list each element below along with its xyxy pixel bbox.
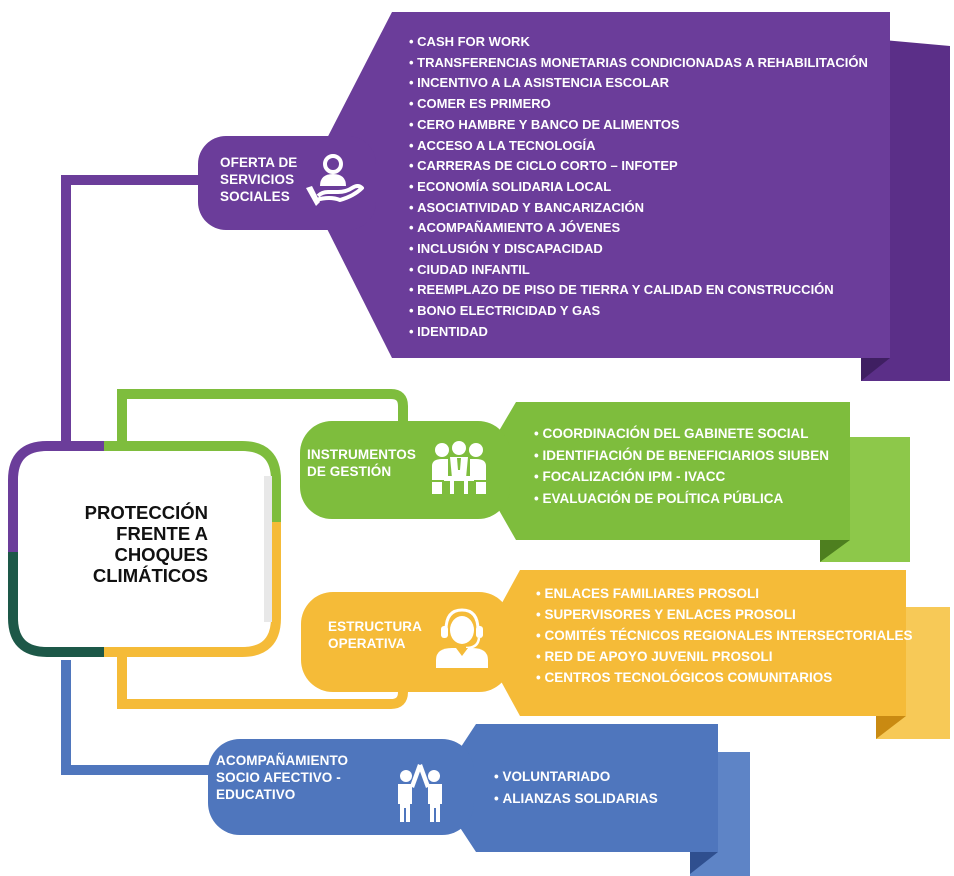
- hand-holding-person-icon: [306, 154, 364, 206]
- list-item: CASH FOR WORK: [409, 32, 868, 53]
- list-item: ENLACES FAMILIARES PROSOLI: [536, 583, 913, 604]
- list-item: ASOCIATIVIDAD Y BANCARIZACIÓN: [409, 198, 868, 219]
- center-box: [8, 441, 281, 657]
- list-item: BONO ELECTRICIDAD Y GAS: [409, 301, 868, 322]
- list-item: RED DE APOYO JUVENIL PROSOLI: [536, 646, 913, 667]
- green-connector: [117, 389, 408, 466]
- list-item: INCLUSIÓN Y DISCAPACIDAD: [409, 239, 868, 260]
- list-item: CENTROS TECNOLÓGICOS COMUNITARIOS: [536, 667, 913, 688]
- list-item: IDENTIFIACIÓN DE BENEFICIARIOS SIUBEN: [534, 445, 829, 467]
- purple-connector: [61, 175, 205, 460]
- list-item: REEMPLAZO DE PISO DE TIERRA Y CALIDAD EN…: [409, 280, 868, 301]
- yellow-connector: [117, 630, 408, 709]
- list-item: COORDINACIÓN DEL GABINETE SOCIAL: [534, 423, 829, 445]
- section-label-acompanamiento: ACOMPAÑAMIENTO SOCIO AFECTIVO - EDUCATIV…: [216, 753, 349, 802]
- list-item: ECONOMÍA SOLIDARIA LOCAL: [409, 177, 868, 198]
- list-item: CERO HAMBRE Y BANCO DE ALIMENTOS: [409, 115, 868, 136]
- list-item: CARRERAS DE CICLO CORTO – INFOTEP: [409, 156, 868, 177]
- headset-operator-icon: [436, 608, 488, 668]
- meeting-group-icon: [432, 441, 486, 494]
- oferta-items-list: CASH FOR WORK TRANSFERENCIAS MONETARIAS …: [409, 32, 868, 343]
- list-item: ACCESO A LA TECNOLOGÍA: [409, 136, 868, 157]
- section-label-instrumentos: INSTRUMENTOS DE GESTIÓN: [307, 447, 416, 479]
- list-item: IDENTIDAD: [409, 322, 868, 343]
- list-item: FOCALIZACIÓN IPM - IVACC: [534, 466, 829, 488]
- high-five-people-icon: [398, 764, 442, 822]
- list-item: TRANSFERENCIAS MONETARIAS CONDICIONADAS …: [409, 53, 868, 74]
- list-item: ALIANZAS SOLIDARIAS: [494, 788, 657, 810]
- list-item: INCENTIVO A LA ASISTENCIA ESCOLAR: [409, 73, 868, 94]
- estructura-items-list: ENLACES FAMILIARES PROSOLI SUPERVISORES …: [536, 583, 913, 688]
- center-title: PROTECCIÓN FRENTE A CHOQUES CLIMÁTICOS: [84, 502, 208, 586]
- acompanamiento-items-list: VOLUNTARIADO ALIANZAS SOLIDARIAS: [494, 766, 658, 810]
- list-item: CIUDAD INFANTIL: [409, 260, 868, 281]
- section-label-oferta: OFERTA DE SERVICIOS SOCIALES: [220, 155, 298, 204]
- section-label-estructura: ESTRUCTURA OPERATIVA: [328, 619, 422, 651]
- list-item: VOLUNTARIADO: [494, 766, 658, 788]
- list-item: COMER ES PRIMERO: [409, 94, 868, 115]
- blue-connector: [61, 660, 212, 775]
- list-item: EVALUACIÓN DE POLÍTICA PÚBLICA: [534, 488, 829, 510]
- list-item: COMITÉS TÉCNICOS REGIONALES INTERSECTORI…: [536, 625, 912, 646]
- instrumentos-items-list: COORDINACIÓN DEL GABINETE SOCIAL IDENTIF…: [534, 423, 829, 510]
- list-item: SUPERVISORES Y ENLACES PROSOLI: [536, 604, 913, 625]
- list-item: ACOMPAÑAMIENTO A JÓVENES: [409, 218, 868, 239]
